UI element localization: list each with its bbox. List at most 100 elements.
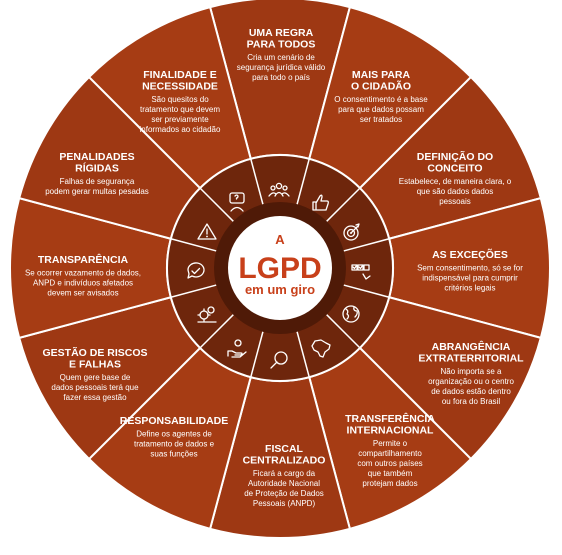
segment-description: ser previamente [151,115,209,124]
segment-description: com outros países [357,459,422,468]
chat-check-icon [187,262,205,279]
ring-divider [326,187,361,222]
segment-title: NECESSIDADE [142,81,218,93]
segment-description: segurança jurídica válido [237,63,326,72]
ring-divider [326,314,361,349]
hub-label-subtitle: em um giro [245,282,315,297]
segment-title: CENTRALIZADO [243,455,326,467]
segment-text-block: TRANSPARÊNCIA Se ocorrer vazamento de dad… [25,253,141,298]
segment-description: que também [368,469,413,478]
segment-title: INTERNACIONAL [347,425,434,437]
ring-divider [250,331,264,378]
segment-description: Falhas de segurança [60,177,135,186]
segment-description: dados pessoais terá que [51,383,139,392]
globe-icon [342,305,360,323]
segment-description: podem gerar multas pesadas [45,187,149,196]
people-group-icon [268,182,290,197]
segment-description: suas funções [150,450,197,459]
hub-label-a: A [275,232,285,247]
segment-description: informados ao cidadão [140,125,221,134]
segment-description: Estabelece, de maneira clara, o [399,177,512,186]
segment-description: tratamento de dados e [134,440,215,449]
segment-description: Não importa se a [441,367,502,376]
segment-description: Define os agentes de [136,430,212,439]
segment-title: CONCEITO [427,163,482,175]
segment-description: de dados estão dentro [431,387,511,396]
segment-description: Se ocorrer vazamento de dados, [25,269,141,278]
ring-divider [296,331,310,378]
segment-description: para que dados possam [338,105,424,114]
segment-description: Permite o [373,439,408,448]
segment-description: critérios legais [444,284,495,293]
question-person-icon [229,192,245,212]
segment-title: PENALIDADES [59,151,134,163]
segment-description: para todo o país [252,73,310,82]
checklist-hand-icon [351,264,371,280]
target-icon [343,223,360,241]
segment-title: EXTRATERRITORIAL [418,353,524,365]
segment-description: Ficará a cargo da [253,469,316,478]
ring-divider [296,158,310,205]
segment-title: GESTÃO DE RISCOS [42,346,147,359]
segment-description: Autoridade Nacional [248,479,320,488]
ring-divider [170,238,217,252]
hub-label-title: LGPD [238,252,321,285]
brazil-map-icon [311,339,331,358]
magnifier-icon [270,351,288,369]
warning-icon [197,223,217,240]
segment-title: RÍGIDAS [75,162,119,175]
segment-description: São quesitos do [151,95,209,104]
segment-title: AS EXCEÇÕES [432,248,508,261]
segment-description: Pessoais (ANPD) [253,499,316,508]
segment-title: PARA TODOS [247,39,316,51]
ring-divider [343,284,390,298]
segment-description: organização ou o centro [428,377,514,386]
segment-title: FINALIDADE E [143,69,217,81]
segment-title: FISCAL [265,443,304,455]
segment-title: E FALHAS [69,359,121,371]
segment-description: ou fora do Brasil [442,397,500,406]
segment-title: ABRANGÊNCIA [432,340,511,353]
ring-divider [250,158,264,205]
segment-description: de Proteção de Dados [244,489,324,498]
hand-coin-icon [227,339,247,358]
segment-title: UMA REGRA [249,27,314,39]
segment-description: fazer essa gestão [63,393,127,402]
segment-title: O CIDADÃO [351,80,411,93]
segment-description: devem ser avisados [47,289,118,298]
ring-divider [343,238,390,252]
segment-description: tratamento que devem [140,105,220,114]
segment-description: indispensável para cumprir [422,274,518,283]
risk-gears-icon [197,306,217,323]
segment-description: compartilhamento [358,449,422,458]
segment-description: protejam dados [362,479,417,488]
segment-description: O consentimento é a base [334,95,428,104]
segment-description: Quem gere base de [60,373,131,382]
segment-description: pessoais [439,197,471,206]
segment-title: TRANSPARÊNCIA [38,253,129,266]
segment-title: MAIS PARA [352,69,411,81]
segment-description: ser tratados [360,115,402,124]
ring-divider [199,187,234,222]
segment-description: que são dados dados [417,187,494,196]
segment-description: ANPD e indivíduos afetados [33,279,133,288]
thumbs-up-icon [312,194,329,211]
ring-divider [199,314,234,349]
center-hub [228,216,332,320]
segment-title: TRANSFERÊNCIA [345,412,435,425]
segment-title: DEFINIÇÃO DO [417,150,493,163]
ring-divider [170,284,217,298]
segment-description: Cria um cenário de [247,53,315,62]
